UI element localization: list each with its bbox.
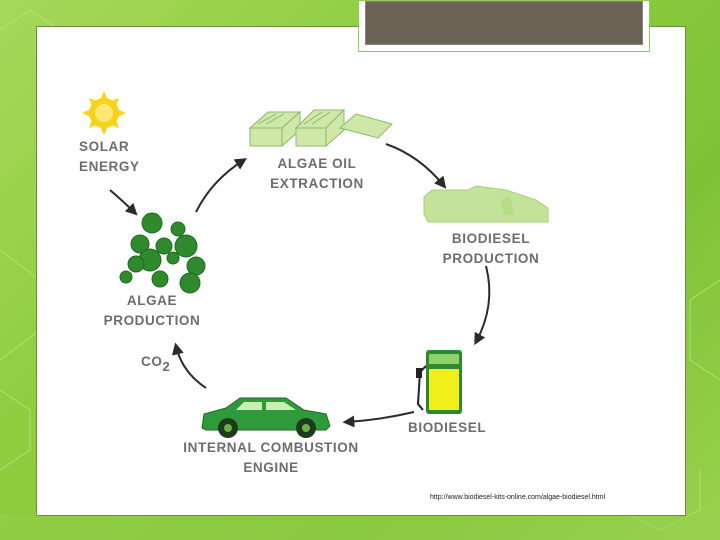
- extraction-trays-icon: [248, 108, 393, 148]
- title-bar: [365, 1, 643, 45]
- label-solar-energy: SOLAR ENERGY: [79, 139, 140, 174]
- cycle-arrows: [109, 143, 491, 428]
- title-placeholder: [358, 0, 650, 52]
- arrow-solar-to-algae: [109, 189, 138, 216]
- label-algae-production: ALGAE PRODUCTION: [103, 293, 201, 328]
- arrow-production-to-biodiesel: [474, 265, 491, 346]
- label-algae-oil-extraction: ALGAE OIL EXTRACTION: [270, 156, 364, 191]
- car-icon: [201, 397, 331, 438]
- arrow-extraction-to-production: [385, 143, 447, 189]
- content-card: [36, 26, 686, 516]
- co2-subscript: 2: [162, 359, 171, 374]
- biodiesel-block-icon: [423, 185, 549, 223]
- co2-main-text: CO: [141, 354, 163, 369]
- arrow-engine-to-algae: [172, 342, 207, 389]
- label-biodiesel-production: BIODIESEL PRODUCTION: [442, 231, 540, 266]
- sun-icon: [82, 91, 126, 135]
- arrow-biodiesel-to-engine: [342, 411, 415, 428]
- fuel-pump-icon: [416, 350, 462, 414]
- arrow-algae-to-extraction: [195, 158, 248, 213]
- label-co2: CO2: [141, 352, 171, 374]
- source-url: http://www.biodiesel-kits-online.com/alg…: [430, 494, 606, 501]
- label-internal-combustion-engine: INTERNAL COMBUSTION ENGINE: [183, 440, 359, 475]
- label-biodiesel: BIODIESEL: [408, 420, 487, 435]
- algae-cluster-icon: [119, 212, 206, 294]
